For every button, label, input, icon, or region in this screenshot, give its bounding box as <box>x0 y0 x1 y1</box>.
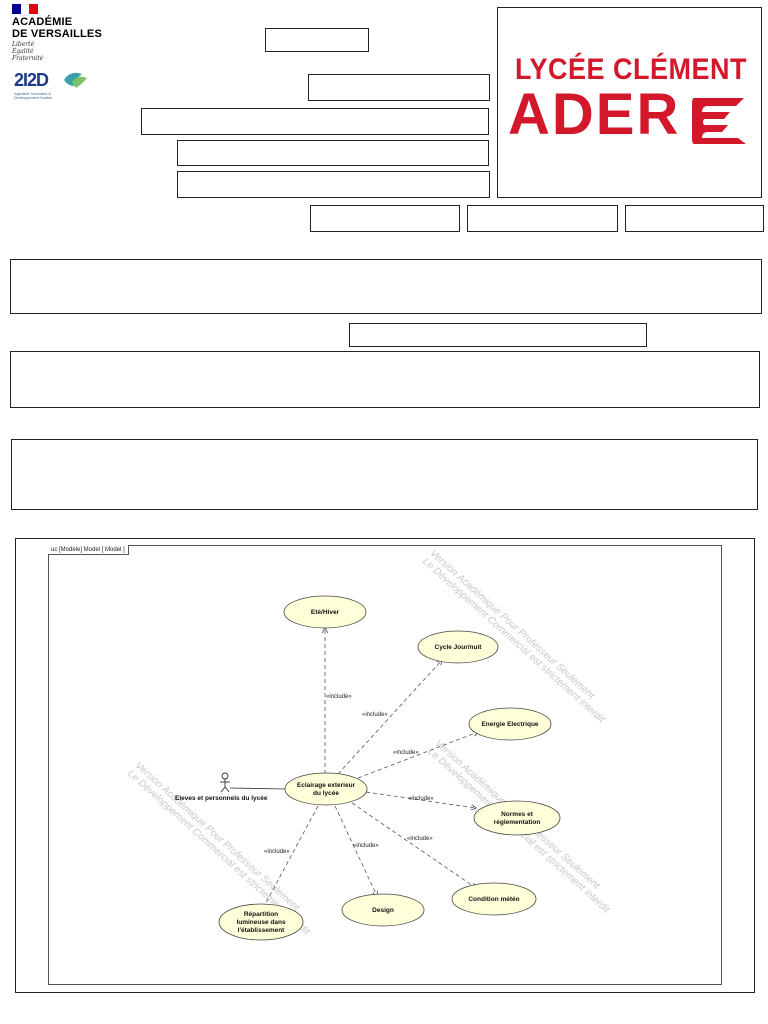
motto-egalite: Égalité <box>12 48 34 55</box>
include-line-cycle <box>337 660 442 775</box>
usecase-design-label: Design <box>372 907 394 914</box>
usecase-energie <box>468 707 552 741</box>
usecase-central-label-2: du lycée <box>313 790 339 797</box>
usecase-normes-label-2: réglementation <box>494 819 541 826</box>
motto-liberte: Liberté <box>12 41 35 48</box>
include-label-design: «include» <box>353 843 379 849</box>
form-field-8[interactable] <box>625 205 764 232</box>
usecase-repartition-label-3: l'établissement <box>238 927 286 934</box>
include-line-normes <box>365 791 476 808</box>
usecase-energie-label: Energie Electrique <box>481 721 538 728</box>
school-wing-icon <box>692 98 746 144</box>
usecase-repartition <box>218 903 304 941</box>
usecase-normes <box>473 800 561 836</box>
include-label-energie: «include» <box>393 750 419 756</box>
usecase-cycle <box>417 630 499 664</box>
diagram-frame-title: uc [Modèle] Model [ Model ] <box>48 545 129 555</box>
include-line-design <box>334 805 377 896</box>
text-area-3[interactable] <box>11 439 758 510</box>
usecase-normes-label-1: Normes et <box>501 811 534 818</box>
form-field-2[interactable] <box>308 74 490 101</box>
form-field-6[interactable] <box>310 205 460 232</box>
actor-association <box>229 787 286 790</box>
usecase-central <box>284 772 368 806</box>
school-name-line1: LYCÉE CLÉMENT <box>514 52 748 86</box>
usecase-meteo-label: Condition météo <box>468 896 519 903</box>
actor-stick-figure-icon <box>220 772 230 793</box>
form-field-4[interactable] <box>177 140 489 166</box>
school-name-line2: ADER <box>508 82 681 147</box>
usecase-repartition-label-1: Répartition <box>244 911 278 918</box>
include-label-cycle: «include» <box>362 712 388 718</box>
academy-line2: DE VERSAILLES <box>12 28 103 40</box>
usecase-ete <box>283 595 367 629</box>
form-field-3[interactable] <box>141 108 489 135</box>
include-line-energie <box>357 732 478 779</box>
form-field-1[interactable] <box>265 28 369 52</box>
academy-line1: ACADÉMIE <box>12 16 73 28</box>
republique-flag-icon <box>12 4 39 16</box>
i2d-leaf-icon <box>64 72 87 88</box>
include-label-meteo: «include» <box>407 836 433 842</box>
usecase-central-label-1: Eclairage exterieur <box>297 782 356 789</box>
text-area-2[interactable] <box>10 351 760 408</box>
include-label-repartition: «include» <box>264 849 290 855</box>
usecase-cycle-label: Cycle Jour/nuit <box>435 644 483 651</box>
form-field-9[interactable] <box>349 323 647 347</box>
republic-motto: Liberté Égalité Fraternité <box>12 41 43 62</box>
i2d-logo: 2I2D <box>14 70 49 90</box>
text-area-1[interactable] <box>10 259 762 314</box>
actor-label: Eleves et personnels du lycée <box>175 795 268 802</box>
usecase-design <box>341 893 425 927</box>
form-field-5[interactable] <box>177 171 490 198</box>
usecase-repartition-label-2: lumineuse dans <box>236 919 286 926</box>
usecase-meteo <box>451 882 537 916</box>
academy-logo-text: ACADÉMIE DE VERSAILLES <box>12 16 102 40</box>
motto-fraternite: Fraternité <box>12 55 44 62</box>
include-label-normes: «include» <box>408 796 434 802</box>
i2d-subtitle: Ingénierie, Innovation & Développement D… <box>14 92 52 100</box>
include-label-ete: «include» <box>326 694 352 700</box>
include-line-repartition <box>262 805 319 910</box>
form-field-7[interactable] <box>467 205 618 232</box>
usecase-ete-label: Eté/Hiver <box>311 609 340 616</box>
